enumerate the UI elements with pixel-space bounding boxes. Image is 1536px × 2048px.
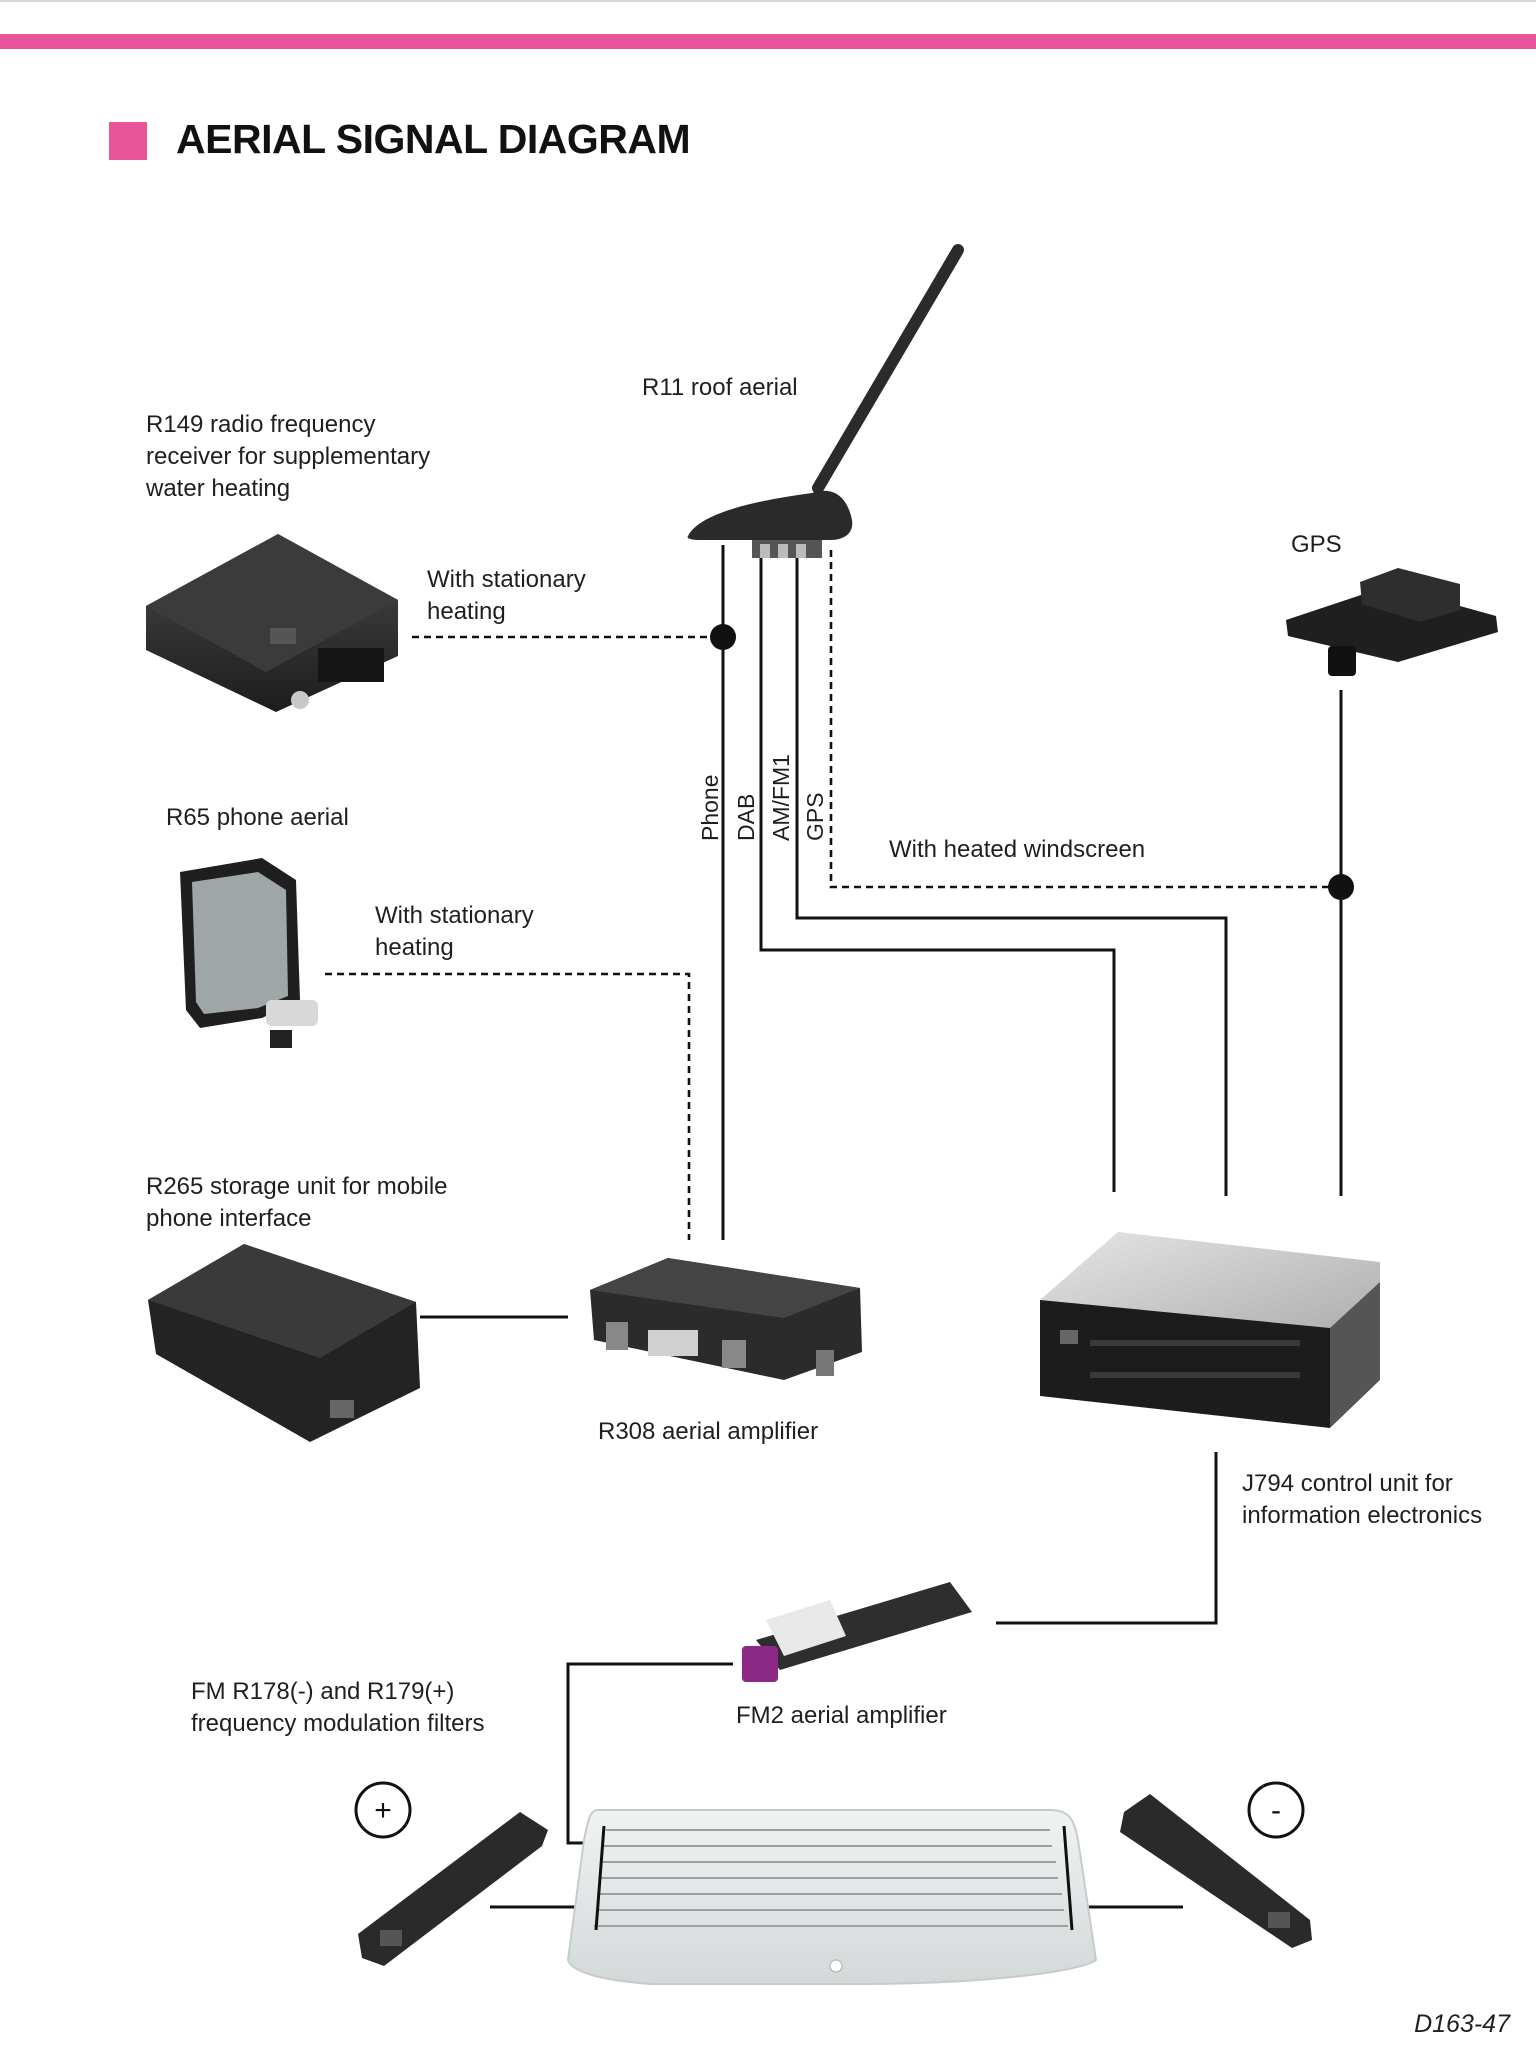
figure-reference: D163-47 [1414, 2010, 1510, 2038]
minus-symbol-circle [1247, 1781, 1305, 1839]
optional-lines [325, 550, 1341, 1240]
page-title: AERIAL SIGNAL DIAGRAM [176, 116, 691, 162]
line-label-dab: DAB [733, 794, 759, 841]
gps-dashed-line [829, 550, 1341, 889]
label-r65-phone-aerial: R65 phone aerial [166, 804, 349, 831]
rear-window-device [566, 1809, 1098, 1986]
label-stationary-heating-2: With stationary heating [375, 900, 534, 964]
dab-line [759, 550, 1116, 1192]
gps-module-device [1286, 568, 1498, 676]
line-label-gps: GPS [802, 792, 828, 841]
junction-dot-gps [1328, 874, 1354, 900]
title-square-marker [109, 122, 147, 160]
label-fm-filters: FM R178(-) and R179(+) frequency modulat… [191, 1676, 484, 1740]
label-heated-windscreen: With heated windscreen [889, 836, 1146, 863]
label-fm2-amplifier: FM2 aerial amplifier [736, 1702, 947, 1729]
r65-dashed-line [325, 972, 691, 1240]
label-r308-amplifier: R308 aerial amplifier [598, 1418, 819, 1445]
label-j794-line-1: J794 control unit for [1242, 1470, 1453, 1497]
fm2-amplifier-device [742, 1582, 972, 1682]
am-fm1-line [795, 550, 1228, 1196]
label-r11-roof-aerial: R11 roof aerial [642, 374, 798, 401]
plus-symbol: + [374, 1794, 392, 1827]
plus-filter-device [358, 1812, 548, 1966]
label-stationary-heating-2-line-2: heating [375, 934, 454, 961]
minus-symbol: - [1271, 1794, 1281, 1827]
roof-aerial-device [687, 244, 964, 558]
label-r265-line-1: R265 storage unit for mobile [146, 1173, 448, 1200]
label-stationary-heating-1-line-2: heating [427, 598, 506, 625]
label-fm-filters-line-2: frequency modulation filters [191, 1710, 485, 1737]
r265-storage-device [148, 1244, 420, 1442]
label-fm-filters-line-1: FM R178(-) and R179(+) [191, 1678, 455, 1705]
label-r265-line-2: phone interface [146, 1205, 312, 1232]
minus-filter-device [1120, 1794, 1312, 1948]
r308-amplifier-device [590, 1258, 862, 1380]
r65-phone-aerial-device [180, 858, 318, 1048]
label-j794-line-2: information electronics [1242, 1502, 1483, 1529]
plus-symbol-circle [354, 1781, 412, 1839]
label-r149: R149 radio frequency receiver for supple… [146, 409, 430, 505]
label-stationary-heating-1-line-1: With stationary [427, 566, 586, 593]
label-stationary-heating-1: With stationary heating [427, 564, 586, 628]
r149-receiver-device [146, 534, 398, 712]
label-stationary-heating-2-line-1: With stationary [375, 902, 534, 929]
label-r149-line-2: receiver for supplementary [146, 443, 431, 470]
label-j794: J794 control unit for information electr… [1242, 1468, 1482, 1532]
signal-lines [420, 545, 1343, 1909]
top-rule [0, 0, 1536, 2]
label-r149-line-1: R149 radio frequency [146, 411, 376, 438]
line-label-am-fm1: AM/FM1 [768, 754, 794, 841]
j794-fm2-line [996, 1452, 1218, 1625]
label-r149-line-3: water heating [146, 475, 291, 502]
label-r265: R265 storage unit for mobile phone inter… [146, 1171, 448, 1235]
label-gps: GPS [1291, 531, 1342, 558]
line-label-phone: Phone [697, 774, 723, 841]
header-accent-bar [0, 34, 1536, 49]
junction-dot-phone [710, 624, 736, 650]
j794-control-unit-device [1040, 1232, 1380, 1428]
